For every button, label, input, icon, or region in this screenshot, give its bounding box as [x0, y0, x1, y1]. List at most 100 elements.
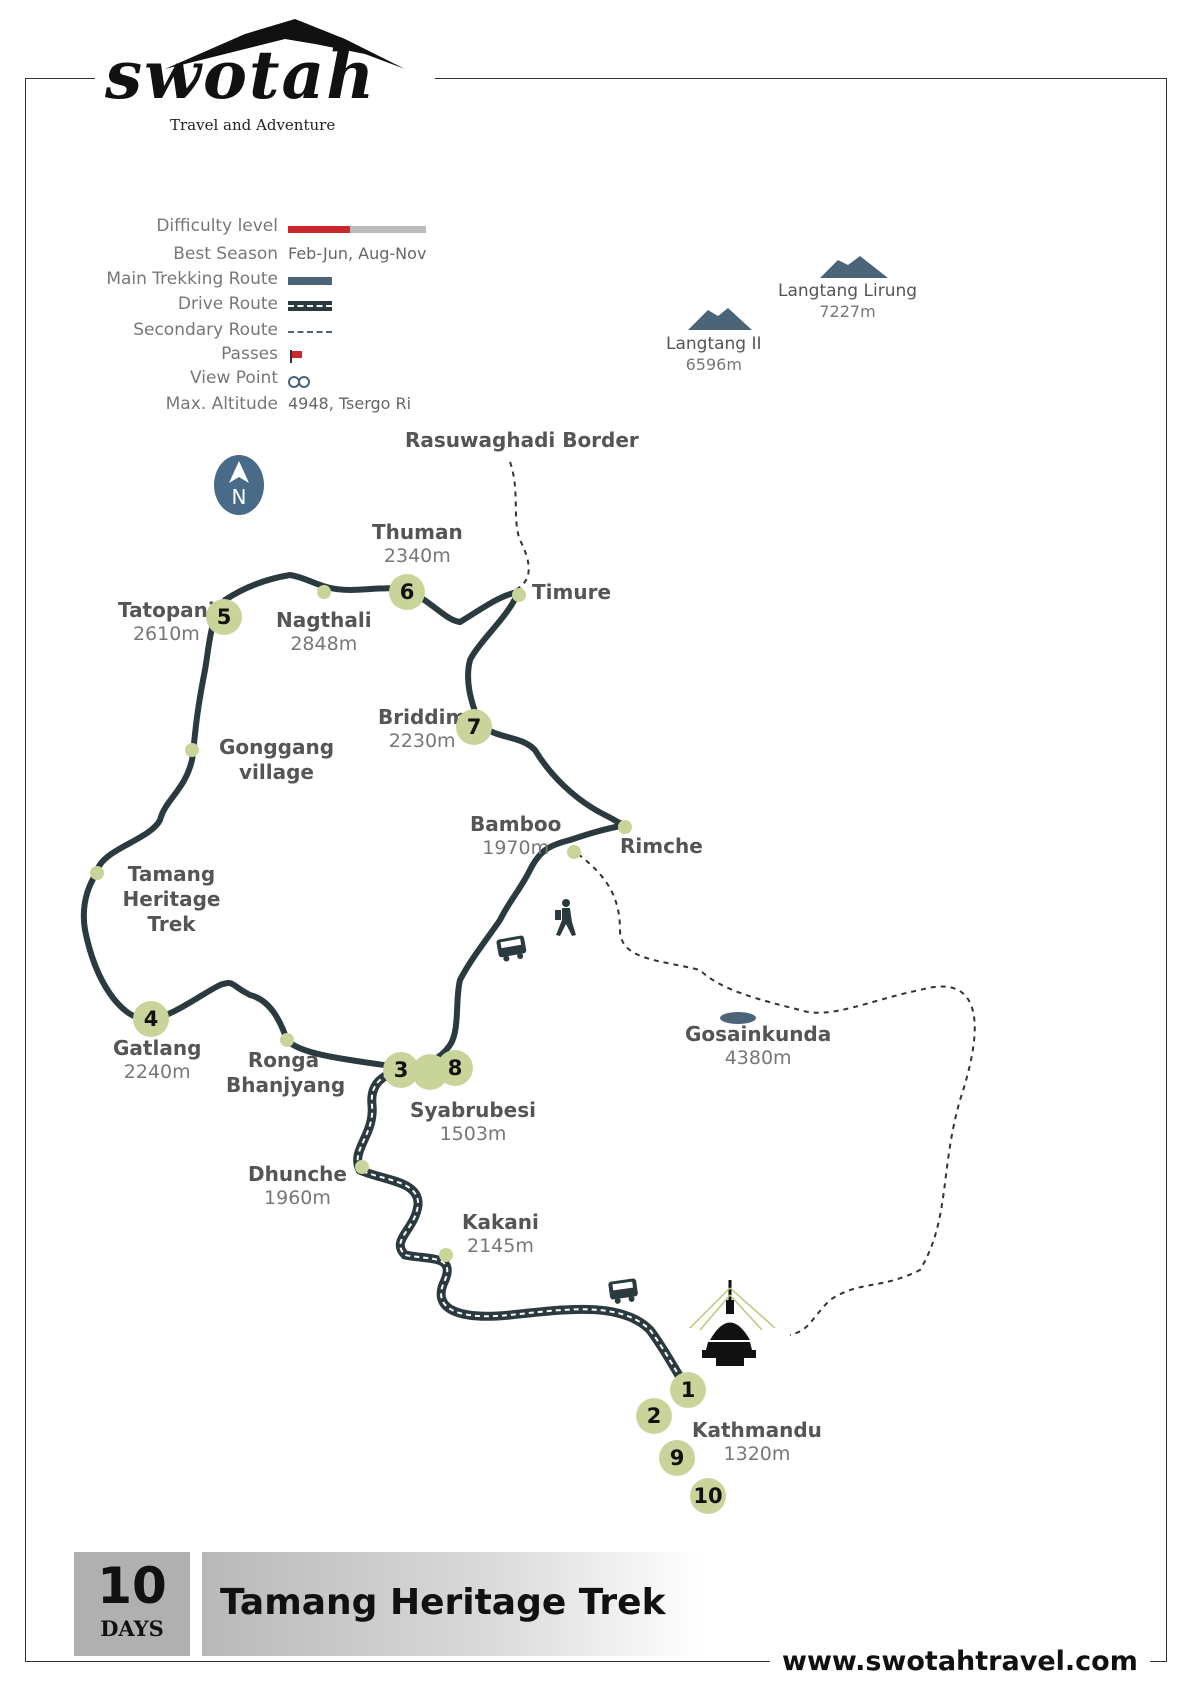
- place-ronga: Ronga Bhanjyang: [226, 1048, 346, 1098]
- place-name: Gonggang village: [218, 735, 335, 784]
- day-stop-5: 5: [206, 599, 242, 635]
- place-name: Kakani: [462, 1210, 539, 1234]
- place-gatlang: Gatlang 2240m: [113, 1036, 201, 1085]
- drive-route-swatch: [288, 301, 332, 311]
- place-nagthali: Nagthali 2848m: [276, 608, 372, 657]
- legend-season: Best Season Feb-Jun, Aug-Nov: [40, 244, 440, 266]
- place-elevation: 2145m: [467, 1235, 534, 1257]
- brand-tagline: Travel and Adventure: [170, 116, 336, 134]
- peak-elevation: 6596m: [685, 355, 742, 375]
- place-elevation: 1503m: [439, 1123, 507, 1145]
- place-name: Nagthali: [276, 608, 372, 632]
- legend-altitude-value: 4948, Tsergo Ri: [288, 394, 412, 413]
- legend-main-route-label: Main Trekking Route: [106, 269, 278, 289]
- peak-langtang-ii: Langtang II 6596m: [666, 334, 762, 375]
- trek-title-banner: Tamang Heritage Trek: [202, 1552, 702, 1656]
- legend-drive-route: Drive Route: [40, 294, 440, 316]
- days-badge: 10 DAYS: [74, 1552, 190, 1656]
- lake-icon: [720, 1012, 756, 1024]
- waypoint-dhunche: [355, 1160, 369, 1174]
- north-arrow-icon: [229, 461, 249, 483]
- place-gonggang: Gonggang village: [204, 735, 349, 785]
- place-rasuwaghadi: Rasuwaghadi Border: [405, 428, 639, 453]
- place-elevation: 1970m: [482, 837, 550, 859]
- mountain-logo-icon: [165, 19, 405, 69]
- difficulty-bar: [288, 226, 426, 233]
- place-elevation: 2610m: [132, 623, 200, 645]
- place-name: Thuman: [372, 520, 463, 544]
- legend-passes: Passes: [40, 344, 440, 366]
- legend-difficulty: Difficulty level: [40, 216, 440, 238]
- legend-secondary-route: Secondary Route: [40, 320, 440, 342]
- place-name: Kathmandu: [692, 1418, 822, 1442]
- waypoint-gonggang: [185, 743, 199, 757]
- secondary-route-swatch: [288, 331, 332, 333]
- place-dhunche: Dhunche 1960m: [248, 1162, 347, 1211]
- legend-viewpoint-label: View Point: [190, 368, 278, 388]
- place-bamboo: Bamboo 1970m: [470, 812, 561, 861]
- place-kakani: Kakani 2145m: [462, 1210, 539, 1259]
- place-name: Briddim: [378, 705, 467, 729]
- legend-altitude-label: Max. Altitude: [165, 394, 278, 414]
- trek-title: Tamang Heritage Trek: [220, 1582, 666, 1623]
- place-name: Tamang Heritage Trek: [122, 862, 221, 936]
- difficulty-bar-fill: [288, 226, 351, 233]
- mountain-langtang-lirung-icon: [820, 256, 888, 278]
- peak-name: Langtang Lirung: [778, 281, 918, 301]
- day-stop-10: 10: [690, 1478, 726, 1514]
- legend-drive-route-label: Drive Route: [177, 294, 278, 314]
- place-name: Rimche: [620, 834, 703, 858]
- legend-viewpoint: View Point: [40, 368, 440, 390]
- bus-icon: [496, 935, 527, 962]
- place-name: Syabrubesi: [410, 1098, 536, 1122]
- peak-name: Langtang II: [666, 334, 762, 354]
- day-stop-4: 4: [133, 1001, 169, 1037]
- waypoint-tamang: [90, 866, 104, 880]
- legend-passes-label: Passes: [221, 344, 278, 364]
- place-gosainkunda: Gosainkunda 4380m: [685, 1022, 831, 1071]
- place-rimche: Rimche: [620, 834, 703, 859]
- peak-langtang-lirung: Langtang Lirung 7227m: [778, 281, 917, 322]
- place-elevation: 1960m: [264, 1187, 331, 1209]
- day-stop-6: 6: [389, 574, 425, 610]
- stupa-icon: [689, 1280, 776, 1366]
- place-name: Tatopani: [118, 598, 215, 622]
- place-name: Ronga Bhanjyang: [226, 1048, 346, 1097]
- legend-season-label: Best Season: [173, 244, 278, 264]
- legend-altitude: Max. Altitude 4948, Tsergo Ri: [40, 394, 440, 416]
- legend-difficulty-label: Difficulty level: [156, 216, 278, 236]
- days-number: 10: [97, 1557, 167, 1615]
- place-elevation: 2240m: [123, 1061, 191, 1083]
- place-elevation: 4380m: [724, 1047, 792, 1069]
- website-link[interactable]: www.swotahtravel.com: [770, 1646, 1150, 1677]
- main-route-swatch: [288, 277, 332, 285]
- legend-season-value: Feb-Jun, Aug-Nov: [288, 244, 427, 263]
- place-syabrubesi: Syabrubesi 1503m: [410, 1098, 536, 1147]
- flag-icon: [290, 350, 302, 363]
- place-name: Timure: [532, 580, 612, 604]
- peak-elevation: 7227m: [819, 302, 876, 322]
- waypoint-ronga: [280, 1033, 294, 1047]
- place-timure: Timure: [532, 580, 611, 605]
- secondary-route-gosainkunda: [569, 847, 976, 1336]
- map-frame: [25, 78, 1167, 1662]
- day-stop-2: 2: [636, 1398, 672, 1434]
- place-tamang: Tamang Heritage Trek: [104, 862, 239, 937]
- place-name: Gatlang: [113, 1036, 202, 1060]
- place-name: Gosainkunda: [685, 1022, 832, 1046]
- place-tatopani: Tatopani 2610m: [118, 598, 215, 647]
- secondary-route-rasuwaghadi: [509, 461, 530, 591]
- bus-icon: [608, 1278, 638, 1304]
- day-stop-9: 9: [659, 1440, 695, 1476]
- place-elevation: 2848m: [290, 633, 358, 655]
- day-stop-3: 3: [383, 1052, 419, 1088]
- brand-logo: swotah Travel and Adventure: [95, 14, 435, 134]
- mountain-langtang-ii-icon: [688, 308, 752, 330]
- place-name: Rasuwaghadi Border: [405, 428, 639, 452]
- place-kathmandu: Kathmandu 1320m: [692, 1418, 822, 1467]
- drive-route-dashes: [356, 1067, 686, 1386]
- day-stop-1: 1: [670, 1372, 706, 1408]
- place-elevation: 2230m: [388, 730, 456, 752]
- place-thuman: Thuman 2340m: [372, 520, 463, 569]
- place-briddim: Briddim 2230m: [378, 705, 466, 754]
